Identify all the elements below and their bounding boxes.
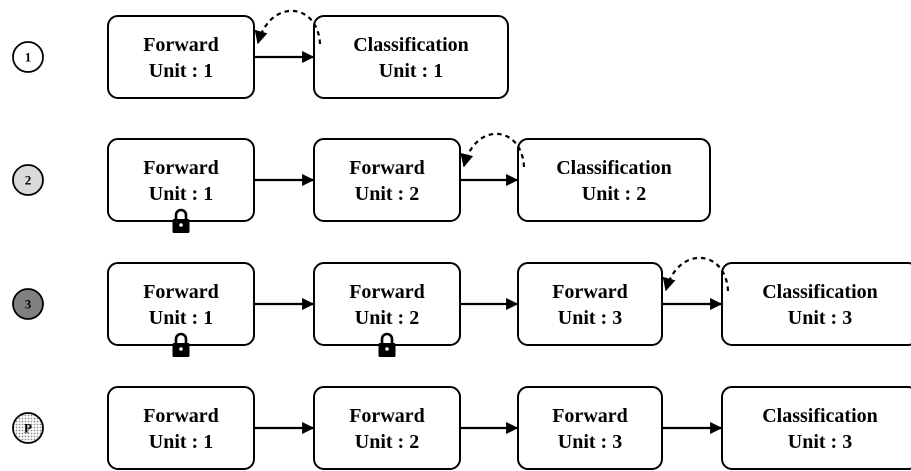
stage-number: 2: [25, 173, 32, 188]
unit-number-label: Unit : 2: [355, 307, 419, 329]
unit-type-label: Forward: [349, 157, 425, 179]
unit-box-border: [517, 138, 711, 222]
unit-type-label: Classification: [762, 281, 878, 303]
unit-box-border: [313, 138, 461, 222]
stage-marker: 1: [12, 41, 44, 73]
unit-number-label: Unit : 2: [355, 183, 419, 205]
unit-type-label: Forward: [552, 405, 628, 427]
stage-circle: [12, 41, 44, 73]
unit-box-border: [721, 386, 911, 470]
stage-marker: 2: [12, 164, 44, 196]
unit-number-label: Unit : 2: [582, 183, 646, 205]
unit-type-label: Forward: [143, 281, 219, 303]
stage-circle: [12, 412, 44, 444]
stage-marker: P: [12, 412, 44, 444]
unit-type-label: Forward: [143, 157, 219, 179]
stage-number: 1: [25, 50, 32, 65]
unit-type-label: Forward: [143, 405, 219, 427]
unit-box-border: [313, 386, 461, 470]
unit-number-label: Unit : 3: [788, 307, 852, 329]
unit-type-label: Classification: [762, 405, 878, 427]
feedback-loop-arrow: [254, 9, 322, 45]
unit-type-label: Forward: [143, 34, 219, 56]
unit-type-label: Forward: [552, 281, 628, 303]
unit-type-label: Classification: [353, 34, 469, 56]
unit-number-label: Unit : 1: [149, 183, 213, 205]
unit-number-label: Unit : 3: [558, 307, 622, 329]
unit-box-border: [517, 386, 663, 470]
lock-icon: [172, 208, 190, 233]
unit-number-label: Unit : 1: [149, 60, 213, 82]
unit-type-label: Classification: [556, 157, 672, 179]
unit-box-border: [721, 262, 911, 346]
stage-number: P: [24, 421, 32, 436]
unit-type-label: Forward: [349, 281, 425, 303]
stage-circle: [12, 164, 44, 196]
feedback-loop-arrow: [662, 256, 730, 292]
unit-box-border: [107, 15, 255, 99]
unit-number-label: Unit : 1: [379, 60, 443, 82]
lock-icon: [378, 332, 396, 357]
stage-number: 3: [25, 297, 32, 312]
lock-icon: [172, 332, 190, 357]
unit-type-label: Forward: [349, 405, 425, 427]
unit-number-label: Unit : 3: [788, 431, 852, 453]
unit-number-label: Unit : 3: [558, 431, 622, 453]
feedback-loop-arrow: [460, 132, 526, 168]
unit-box-border: [313, 15, 509, 99]
stage-marker: 3: [12, 288, 44, 320]
unit-box-border: [107, 386, 255, 470]
unit-number-label: Unit : 1: [149, 431, 213, 453]
unit-number-label: Unit : 1: [149, 307, 213, 329]
stage-circle: [12, 288, 44, 320]
unit-box-border: [517, 262, 663, 346]
unit-number-label: Unit : 2: [355, 431, 419, 453]
